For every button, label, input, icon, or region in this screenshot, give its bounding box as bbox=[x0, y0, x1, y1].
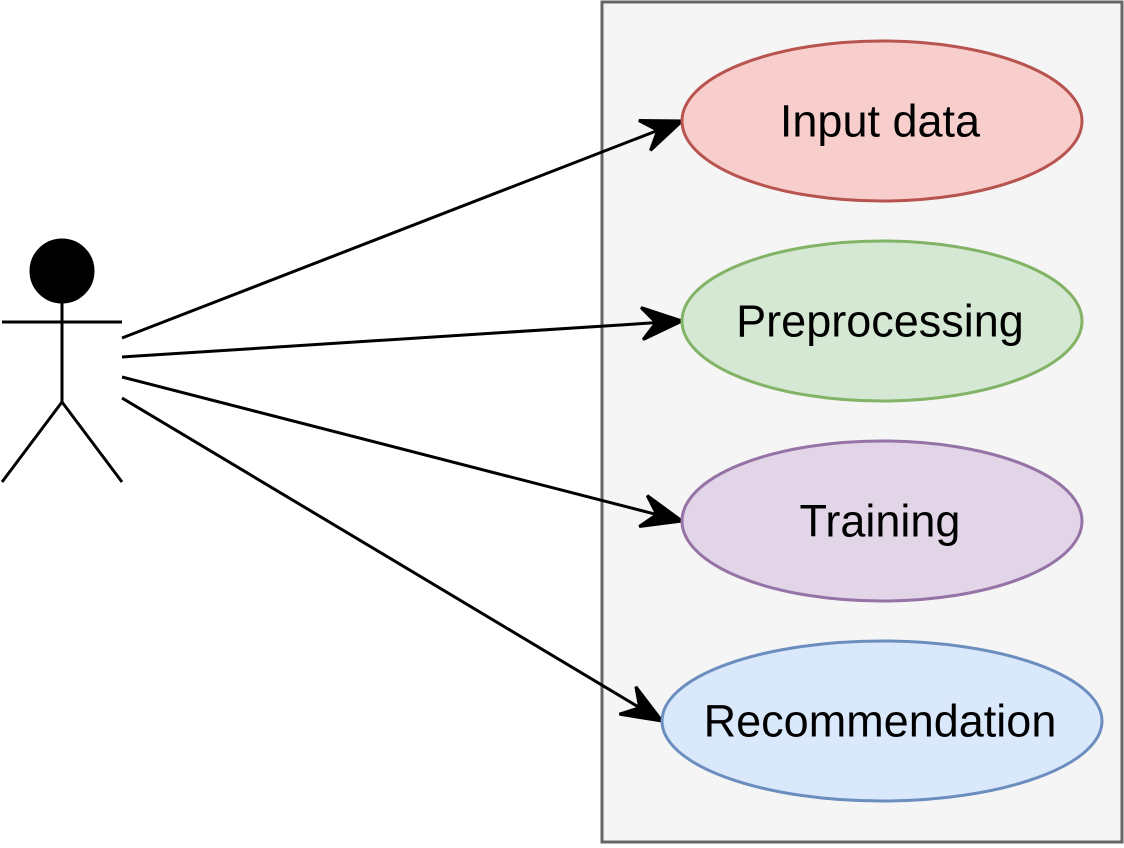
association-line-input-data bbox=[121, 128, 659, 340]
association-line-training bbox=[121, 375, 658, 516]
use-case-training-label: Training bbox=[800, 496, 961, 547]
use-case-input-data[interactable]: Input data bbox=[680, 39, 1084, 203]
arrowhead-icon bbox=[638, 494, 686, 529]
use-case-preprocessing-label: Preprocessing bbox=[736, 296, 1024, 347]
arrowhead-icon bbox=[638, 119, 686, 152]
actor-head bbox=[29, 238, 95, 304]
association-line-recommendation bbox=[121, 396, 641, 709]
association-line-preprocessing bbox=[121, 321, 657, 359]
stick-figure-actor-icon bbox=[0, 238, 124, 483]
use-case-training-ellipse bbox=[680, 439, 1084, 603]
actor-left-leg bbox=[0, 401, 64, 483]
use-case-preprocessing-ellipse bbox=[680, 239, 1084, 403]
associations bbox=[121, 119, 687, 724]
arrowhead-icon bbox=[618, 685, 666, 724]
use-case-preprocessing[interactable]: Preprocessing bbox=[680, 239, 1084, 403]
use-case-recommendation[interactable]: Recommendation bbox=[660, 639, 1104, 803]
arrowhead-icon bbox=[639, 306, 687, 341]
use-case-recommendation-ellipse bbox=[660, 639, 1104, 803]
actor-right-leg bbox=[60, 401, 124, 483]
use-case-input-data-ellipse bbox=[680, 39, 1084, 203]
use-case-training[interactable]: Training bbox=[680, 439, 1084, 603]
use-case-input-data-label: Input data bbox=[780, 96, 981, 147]
use-case-recommendation-label: Recommendation bbox=[704, 696, 1057, 747]
